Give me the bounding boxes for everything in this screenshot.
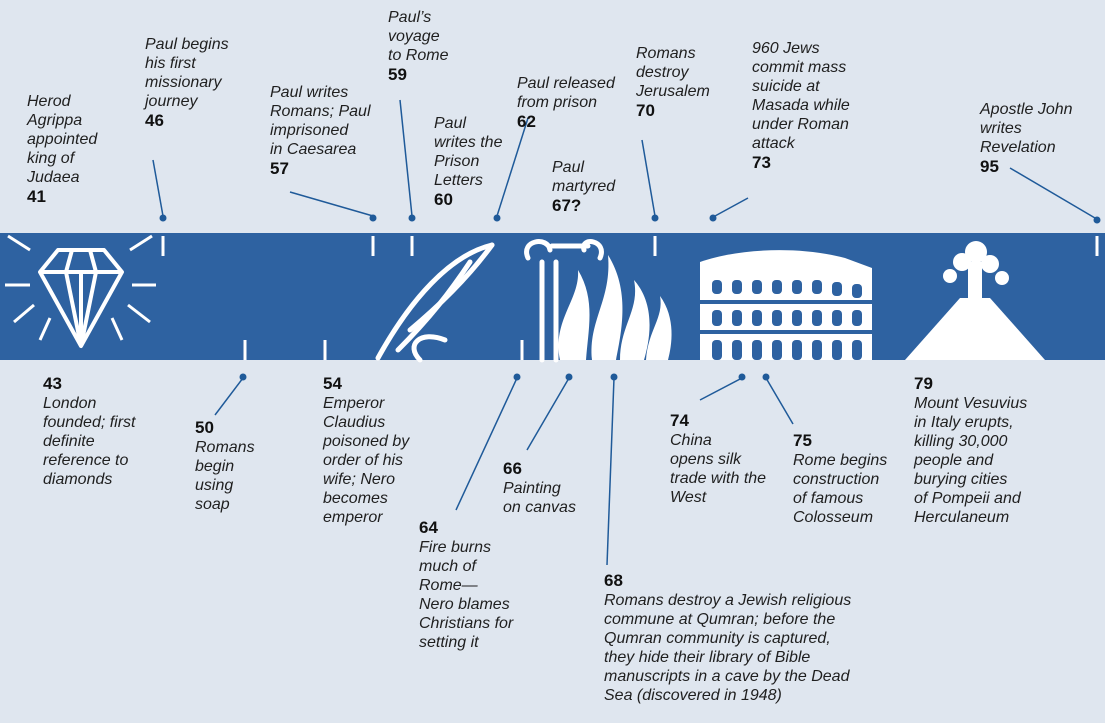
- diamond-icon: [5, 234, 156, 348]
- event-year: 74: [670, 411, 689, 430]
- event-79: 79 Mount Vesuvius in Italy erupts, killi…: [914, 374, 1027, 527]
- ionic-column-icon: [524, 239, 604, 363]
- event-95: Apostle John writes Revelation 95: [980, 100, 1073, 177]
- colosseum-icon: [700, 250, 872, 360]
- event-text: London founded; first definite reference…: [43, 395, 136, 488]
- event-year: 60: [434, 190, 453, 209]
- event-text: Fire burns much of Rome— Nero blames Chr…: [419, 539, 514, 651]
- quill-pen-icon: [375, 242, 495, 363]
- event-text: 960 Jews commit mass suicide at Masada w…: [752, 40, 850, 152]
- event-60: Paul writes the Prison Letters 60: [434, 114, 502, 210]
- event-73: 960 Jews commit mass suicide at Masada w…: [752, 39, 850, 173]
- top-ticks: [161, 236, 1099, 256]
- event-text: Herod Agrippa appointed king of Judaea: [27, 93, 98, 186]
- event-year: 57: [270, 159, 289, 178]
- event-text: Emperor Claudius poisoned by order of hi…: [323, 395, 410, 526]
- event-67: Paul martyred 67?: [552, 158, 615, 216]
- event-text: Mount Vesuvius in Italy erupts, killing …: [914, 395, 1028, 526]
- bottom-ticks: [243, 340, 524, 360]
- event-text: Paul’s voyage to Rome: [388, 9, 449, 64]
- event-75: 75 Rome begins construction of famous Co…: [793, 431, 887, 527]
- event-year: 50: [195, 418, 214, 437]
- event-43: 43 London founded; first definite refere…: [43, 374, 136, 489]
- event-year: 43: [43, 374, 62, 393]
- event-text: Romans destroy Jerusalem: [636, 45, 710, 100]
- event-68: 68 Romans destroy a Jewish religious com…: [604, 571, 851, 705]
- event-70: Romans destroy Jerusalem 70: [636, 44, 710, 121]
- event-text: Paul writes the Prison Letters: [434, 115, 503, 189]
- event-text: Paul released from prison: [517, 75, 615, 111]
- event-54: 54 Emperor Claudius poisoned by order of…: [323, 374, 409, 527]
- timeline-band: [0, 233, 1105, 360]
- event-text: Paul begins his first missionary journey: [145, 36, 229, 110]
- event-text: Apostle John writes Revelation: [980, 101, 1073, 156]
- event-year: 62: [517, 112, 536, 131]
- event-text: Painting on canvas: [503, 480, 576, 516]
- event-66: 66 Painting on canvas: [503, 459, 576, 517]
- event-50: 50 Romans begin using soap: [195, 418, 255, 514]
- event-year: 67?: [552, 196, 582, 215]
- event-62: Paul released from prison 62: [517, 74, 615, 132]
- event-74: 74 China opens silk trade with the West: [670, 411, 766, 507]
- anchor-dots: [159, 214, 1101, 381]
- event-year: 64: [419, 518, 438, 537]
- flames-icon: [558, 255, 672, 360]
- event-year: 75: [793, 431, 812, 450]
- event-year: 70: [636, 101, 655, 120]
- leader-lines: [152, 99, 1096, 566]
- event-text: Romans begin using soap: [195, 439, 255, 513]
- event-64: 64 Fire burns much of Rome— Nero blames …: [419, 518, 513, 652]
- event-46: Paul begins his first missionary journey…: [145, 35, 229, 131]
- event-year: 68: [604, 571, 623, 590]
- event-year: 66: [503, 459, 522, 478]
- event-41: Herod Agrippa appointed king of Judaea 4…: [27, 92, 97, 207]
- event-text: Romans destroy a Jewish religious commun…: [604, 592, 852, 704]
- event-year: 46: [145, 111, 164, 130]
- volcano-icon: [905, 241, 1045, 360]
- event-text: Rome begins construction of famous Colos…: [793, 452, 888, 526]
- event-text: China opens silk trade with the West: [670, 432, 767, 506]
- event-year: 73: [752, 153, 771, 172]
- event-year: 54: [323, 374, 342, 393]
- event-text: Paul writes Romans; Paul imprisoned in C…: [270, 84, 371, 158]
- event-year: 59: [388, 65, 407, 84]
- event-year: 79: [914, 374, 933, 393]
- event-text: Paul martyred: [552, 159, 616, 195]
- event-year: 95: [980, 157, 999, 176]
- event-57: Paul writes Romans; Paul imprisoned in C…: [270, 83, 371, 179]
- event-year: 41: [27, 187, 46, 206]
- event-59: Paul’s voyage to Rome 59: [388, 8, 448, 85]
